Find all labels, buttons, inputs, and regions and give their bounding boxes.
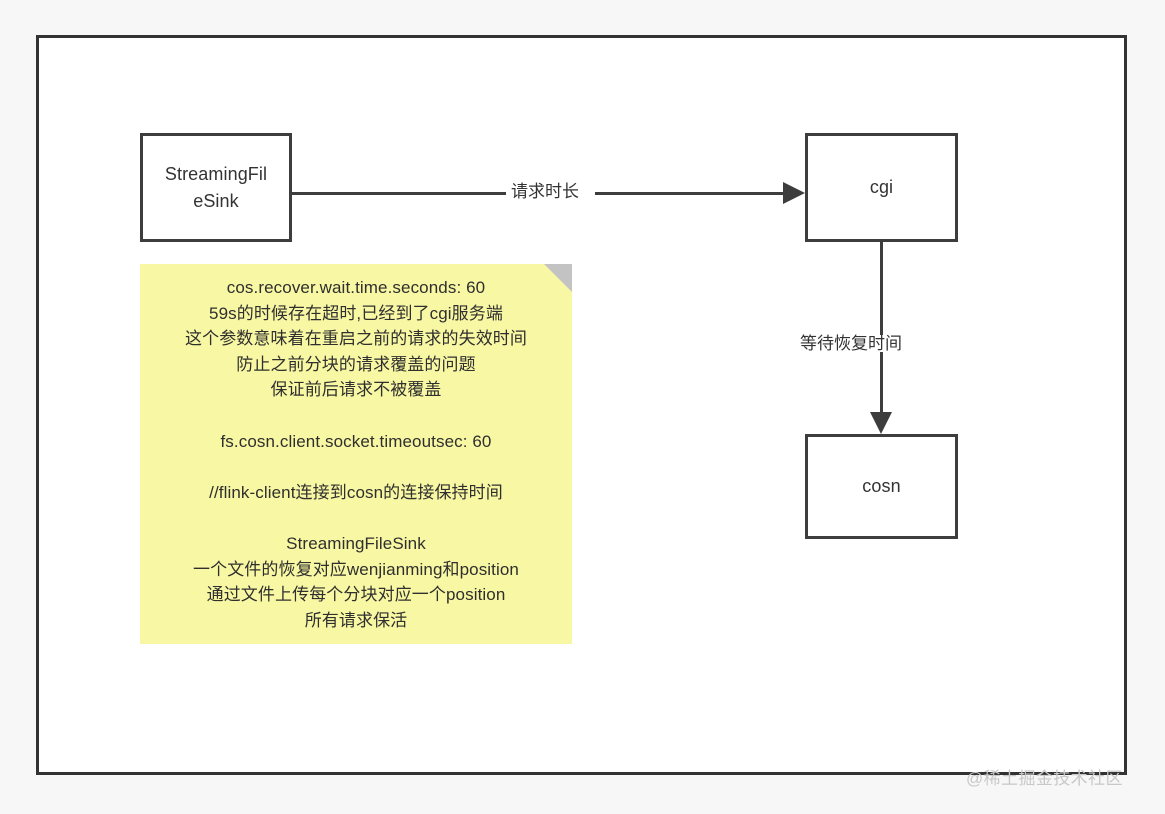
sticky-note-line: cos.recover.wait.time.seconds: 60 <box>226 278 486 297</box>
node-cosn[interactable]: cosn <box>805 434 958 539</box>
sticky-note-line: 保证前后请求不被覆盖 <box>270 380 442 400</box>
node-streamingfilesink-label: StreamingFil eSink <box>164 164 268 211</box>
request-duration-edge-segment-right <box>595 192 785 195</box>
sticky-note-line <box>154 403 558 429</box>
note-folded-corner-icon <box>544 264 572 292</box>
node-cgi[interactable]: cgi <box>805 133 958 242</box>
sticky-note-text: cos.recover.wait.time.seconds: 60 59s的时候存… <box>154 275 558 633</box>
sticky-note-line: 一个文件的恢复对应wenjianming和position <box>193 559 519 579</box>
node-cgi-label: cgi <box>869 177 894 198</box>
node-streamingfilesink[interactable]: StreamingFil eSink <box>140 133 292 242</box>
sticky-note-line: 这个参数意味着在重启之前的请求的失效时间 <box>185 329 527 349</box>
diagram-frame: 请求时长 等待恢复时间 StreamingFil eSink cgi cosn … <box>36 35 1127 775</box>
sticky-note-line: //flink-client连接到cosn的连接保持时间 <box>209 482 503 502</box>
sticky-note-line <box>154 454 558 480</box>
sticky-note-line: 防止之前分块的请求覆盖的问题 <box>236 354 476 374</box>
sticky-note[interactable]: cos.recover.wait.time.seconds: 60 59s的时候存… <box>140 264 572 644</box>
wait-recover-arrowhead-icon <box>870 412 892 434</box>
sticky-note-line <box>154 505 558 531</box>
sticky-note-line: StreamingFileSink <box>286 533 426 553</box>
watermark: @稀土掘金技术社区 <box>966 769 1123 788</box>
node-cosn-label: cosn <box>862 476 901 497</box>
request-duration-arrowhead-icon <box>783 182 805 204</box>
sticky-note-line: 通过文件上传每个分块对应一个position <box>206 585 506 605</box>
request-duration-edge-label: 请求时长 <box>508 183 582 200</box>
sticky-note-line: fs.cosn.client.socket.timeoutsec: 60 <box>220 431 492 451</box>
wait-recover-edge-label: 等待恢复时间 <box>796 335 906 352</box>
sticky-note-line: 59s的时候存在超时,已经到了cgi服务端 <box>209 303 503 323</box>
wait-recover-edge-line <box>880 242 883 414</box>
request-duration-edge-segment-left <box>292 192 506 195</box>
sticky-note-line: 所有请求保活 <box>304 610 408 630</box>
